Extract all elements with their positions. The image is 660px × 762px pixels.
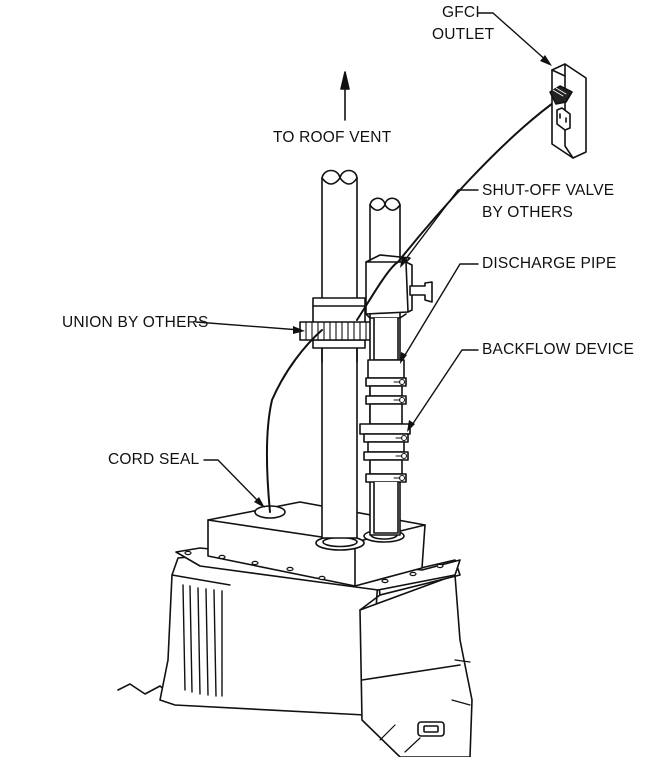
- lid-bolts: [184, 550, 444, 584]
- tank-ribs: [171, 574, 231, 697]
- power-cord-to-outlet: [356, 97, 561, 321]
- backflow-device: [359, 359, 411, 483]
- shutoff-valve-body: [365, 261, 409, 315]
- union-leader: [195, 321, 301, 331]
- backflow-bolts: [393, 379, 407, 481]
- label-backflow-device: BACKFLOW DEVICE: [482, 341, 634, 358]
- power-cord: [265, 329, 323, 513]
- label-union: UNION BY OTHERS: [62, 314, 209, 331]
- tank-handle: [417, 721, 445, 737]
- vent-pipe: [299, 169, 379, 539]
- backflow-leader: [409, 349, 479, 429]
- label-discharge-pipe: DISCHARGE PIPE: [482, 255, 617, 272]
- shutoff-valve-handle: [409, 281, 433, 303]
- label-roof-vent: TO ROOF VENT: [273, 129, 392, 146]
- label-gfci: GFCI: [442, 4, 480, 21]
- leader-lines: [195, 12, 549, 506]
- basin: [117, 501, 473, 758]
- label-by-others: BY OTHERS: [482, 204, 574, 221]
- gfci-leader: [477, 12, 549, 63]
- shutoff-leader: [401, 189, 479, 265]
- leader-arrowheads: [254, 55, 552, 508]
- label-cord-seal: CORD SEAL: [108, 451, 200, 468]
- roof-vent-arrow: [340, 71, 350, 121]
- label-shutoff-valve: SHUT-OFF VALVE: [482, 182, 615, 199]
- discharge-leader: [401, 263, 479, 361]
- tank-right-face: [359, 574, 473, 758]
- label-outlet: OUTLET: [432, 26, 495, 43]
- cord-seal-leader: [203, 459, 263, 506]
- discharge-pipe: [359, 197, 433, 536]
- gfci-outlet: [549, 63, 587, 159]
